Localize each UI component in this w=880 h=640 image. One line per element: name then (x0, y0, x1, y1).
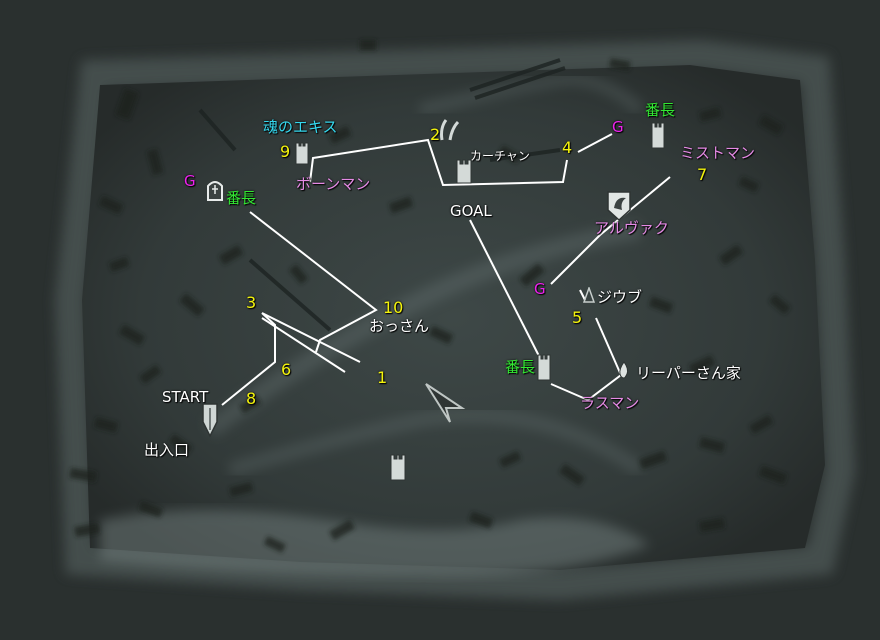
tower-icon (537, 354, 551, 381)
tower-icon (651, 122, 665, 149)
step-number: 5 (572, 308, 583, 327)
ossan-label: おっさん (369, 317, 430, 335)
start-label: START (162, 388, 209, 406)
tower-icon (456, 159, 472, 184)
banchou-label: 番長 (226, 189, 257, 207)
jiubu-label: ジウブ (597, 288, 643, 306)
banchou-label: 番長 (505, 358, 536, 376)
goal-label: GOAL (450, 202, 492, 220)
shield-icon (202, 403, 218, 438)
boneman-label: ボーンマン (296, 175, 371, 193)
arrow-cursor-icon (425, 383, 466, 423)
step-number: 9 (280, 142, 291, 161)
banchou-label: 番長 (645, 101, 676, 119)
soul-essence-label: 魂のエキス (263, 118, 338, 136)
g-marker: G (534, 280, 546, 298)
step-number: 3 (246, 293, 257, 312)
g-marker: G (184, 172, 196, 190)
step-number: 6 (281, 360, 292, 379)
g-marker: G (612, 118, 624, 136)
step-number: 7 (697, 165, 708, 184)
tower-icon (390, 454, 406, 481)
reaper-house-label: リーパーさん家 (636, 364, 741, 382)
aruvak-label: アルヴァク (594, 219, 669, 237)
step-number: 10 (383, 298, 404, 317)
horn-icon (440, 119, 460, 141)
step-number: 4 (562, 138, 573, 157)
entrance-label: 出入口 (144, 441, 190, 459)
jiubu-marker-icon (583, 287, 595, 303)
mistman-label: ミストマン (680, 144, 756, 162)
tombstone-icon (207, 181, 223, 201)
karchan-label: カーチャン (470, 149, 530, 163)
step-number: 8 (246, 389, 257, 408)
flame-icon (619, 361, 629, 379)
step-number: 2 (430, 125, 441, 144)
route-lines (221, 133, 671, 406)
tower-icon (295, 142, 309, 165)
step-number: 1 (377, 368, 388, 387)
dragon-head-icon (607, 191, 631, 222)
rasman-label: ラスマン (580, 394, 640, 412)
